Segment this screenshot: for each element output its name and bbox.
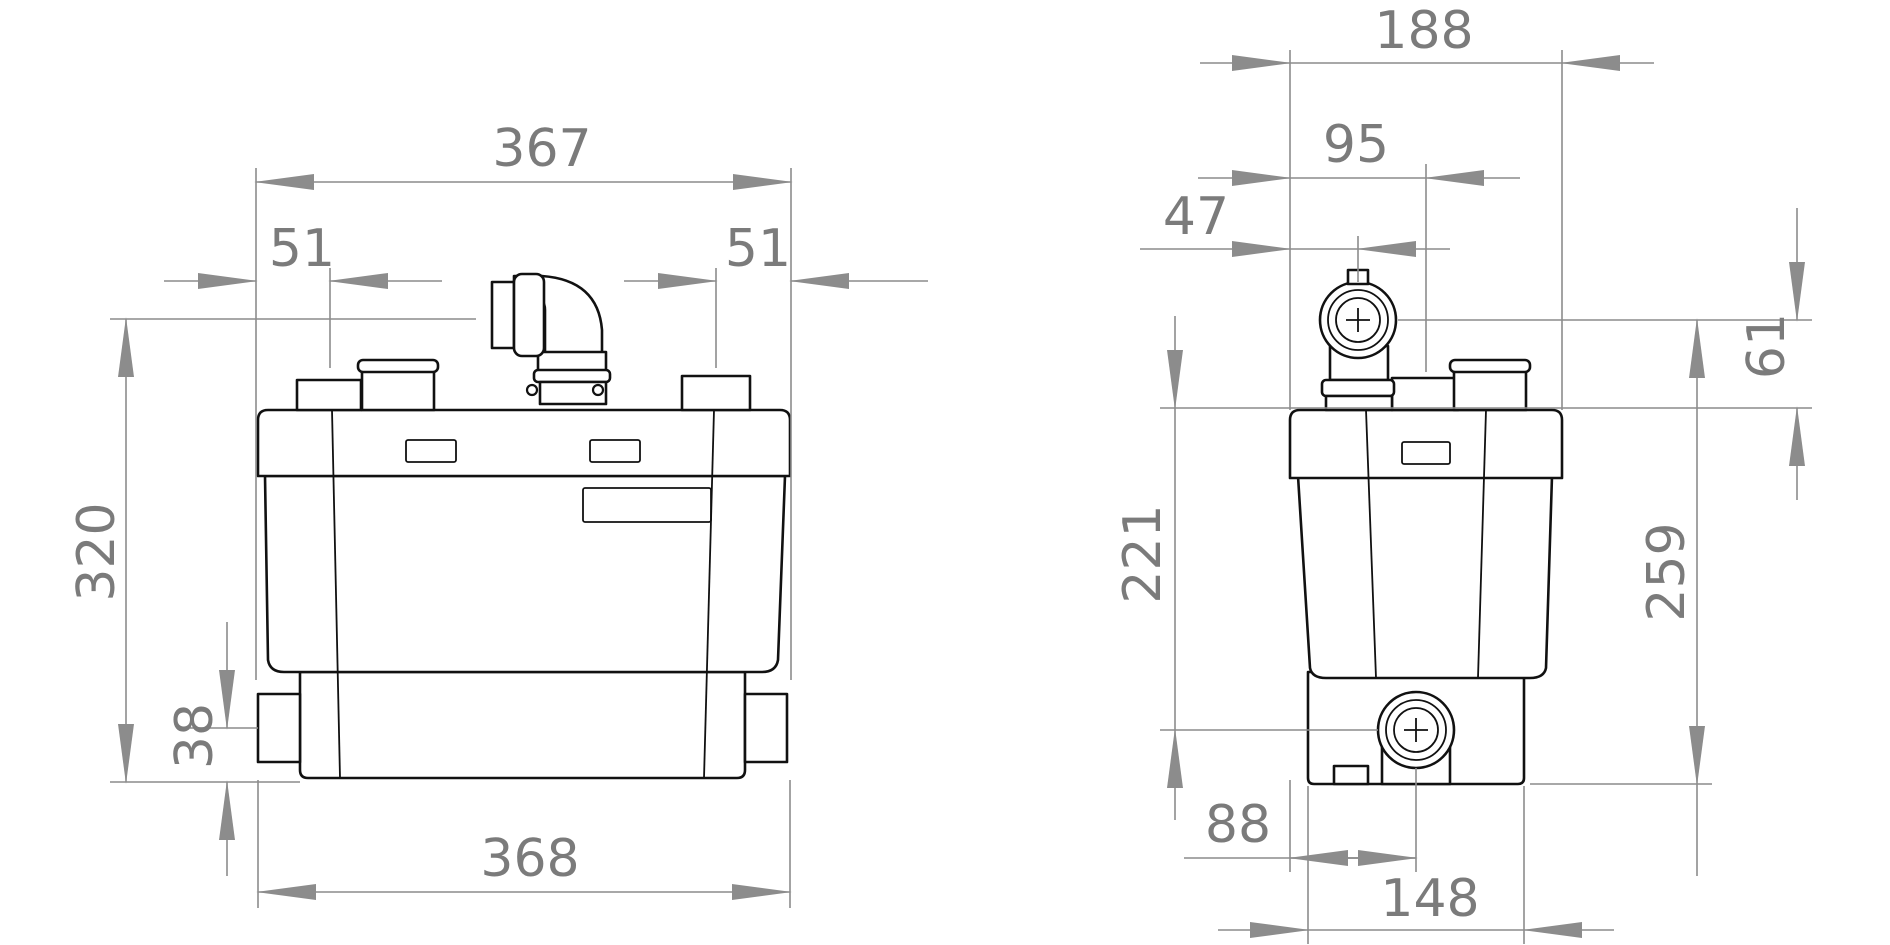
dimension-outlet-center-offset: 47 — [1140, 187, 1450, 282]
dimension-left-inlet-offset: 51 — [164, 219, 442, 368]
dimension-overall-height: 320 — [67, 317, 476, 784]
dimension-lid-height: 221 — [1113, 316, 1378, 820]
label-outlet-height-above-lid: 61 — [1737, 313, 1797, 379]
dimension-overall-width-top: 367 — [254, 119, 793, 680]
label-overall-depth: 188 — [1374, 1, 1473, 61]
dimension-base-depth: 148 — [1218, 786, 1614, 944]
label-overall-width-bottom: 368 — [480, 829, 579, 889]
dimension-outlet-offset: 95 — [1198, 115, 1520, 372]
label-total-height-to-outlet: 259 — [1637, 522, 1697, 621]
side-view: 188 95 47 61 — [1113, 1, 1812, 944]
label-outlet-offset: 95 — [1323, 115, 1389, 175]
front-view: 367 51 51 320 38 — [67, 119, 928, 908]
dimension-side-inlet-height: 38 — [165, 622, 258, 876]
dimension-total-height-to-outlet: 259 — [1530, 318, 1712, 876]
label-lower-inlet-offset: 88 — [1205, 795, 1271, 855]
label-overall-height: 320 — [67, 502, 127, 601]
label-outlet-center-offset: 47 — [1163, 187, 1229, 247]
label-side-inlet-height: 38 — [165, 703, 225, 769]
dimension-overall-width-bottom: 368 — [256, 780, 792, 908]
label-lid-height: 221 — [1113, 504, 1173, 603]
label-overall-width-top: 367 — [492, 119, 591, 179]
dimension-right-inlet-offset: 51 — [624, 219, 928, 368]
dimension-overall-depth: 188 — [1200, 1, 1654, 410]
label-base-depth: 148 — [1380, 869, 1479, 929]
label-right-inlet-offset: 51 — [725, 219, 791, 279]
label-left-inlet-offset: 51 — [269, 219, 335, 279]
side-view-body — [1288, 268, 1564, 786]
front-view-body — [256, 272, 792, 780]
dimension-lower-inlet-offset: 88 — [1184, 768, 1418, 872]
dimension-outlet-height-above-lid: 61 — [1160, 208, 1812, 500]
